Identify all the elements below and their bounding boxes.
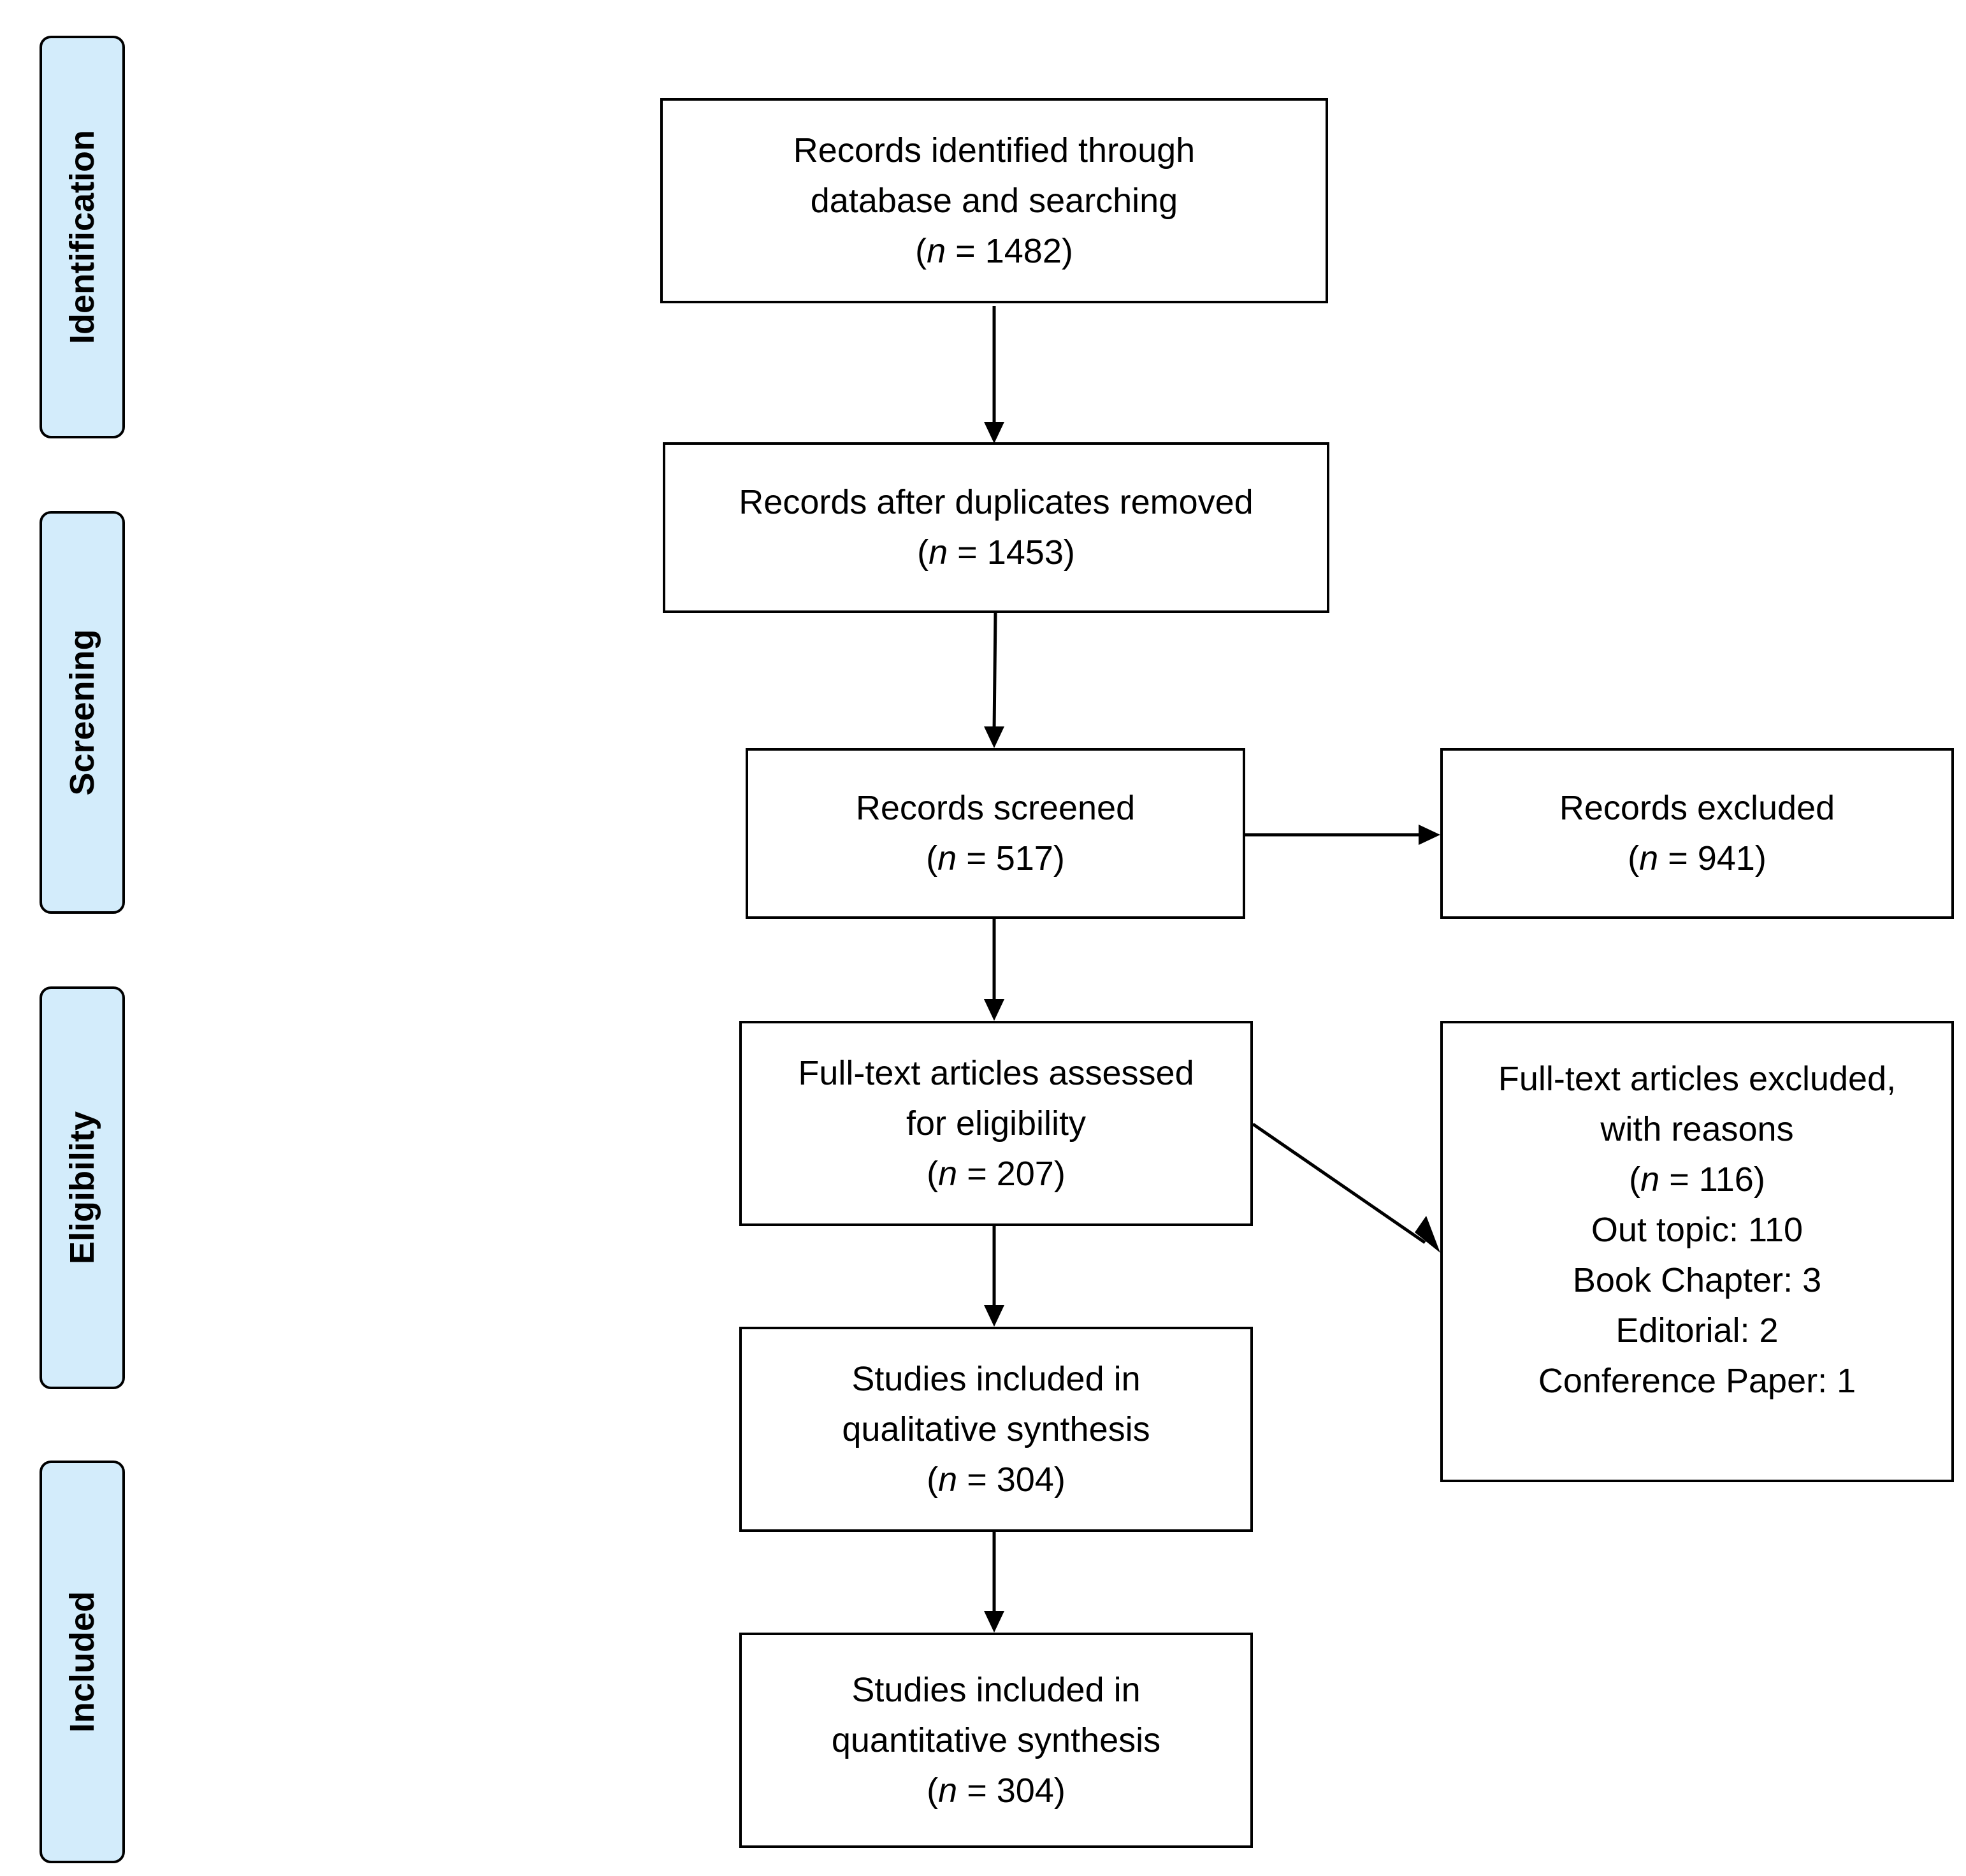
arrowhead-fulltext-excluded: [1415, 1216, 1440, 1253]
reason-book-chapter: Book Chapter: 3: [1572, 1261, 1822, 1299]
fulltext-assessed-n-value: 207: [996, 1154, 1054, 1193]
qualitative-line-2: qualitative synthesis: [842, 1410, 1150, 1448]
arrowhead-fulltext: [984, 999, 1004, 1021]
box-qualitative-synthesis: Studies included in qualitative synthesi…: [739, 1327, 1253, 1532]
stage-screening: Screening: [40, 511, 125, 914]
reason-editorial: Editorial: 2: [1615, 1311, 1779, 1350]
screened-count: (n = 517): [926, 839, 1065, 877]
n-equals: =: [957, 1460, 997, 1499]
identified-line-1: Records identified through: [793, 131, 1196, 170]
n-symbol: n: [938, 1154, 958, 1193]
screened-line-1: Records screened: [855, 789, 1136, 827]
stage-identification: Identification: [40, 36, 125, 438]
n-equals: =: [946, 231, 985, 270]
identified-count: (n = 1482): [915, 231, 1073, 270]
fulltext-excluded-count: (n = 116): [1629, 1160, 1765, 1199]
after-duplicates-n-value: 1453: [987, 533, 1064, 572]
n-symbol: n: [927, 231, 946, 270]
quantitative-line-1: Studies included in: [851, 1670, 1141, 1709]
n-symbol: n: [938, 1460, 958, 1499]
n-symbol: n: [938, 1771, 958, 1810]
excluded-n-value: 941: [1697, 839, 1755, 877]
qualitative-n-value: 304: [996, 1460, 1054, 1499]
stage-eligibility: Eligibility: [40, 986, 125, 1389]
box-records-identified: Records identified through database and …: [660, 98, 1328, 303]
n-equals: =: [957, 1154, 997, 1193]
fulltext-excluded-line-2: with reasons: [1600, 1110, 1794, 1148]
fulltext-assessed-count: (n = 207): [927, 1154, 1066, 1193]
reason-conference-paper: Conference Paper: 1: [1538, 1362, 1856, 1400]
fulltext-excluded-n-value: 116: [1698, 1160, 1754, 1199]
box-fulltext-assessed: Full-text articles assessed for eligibil…: [739, 1021, 1253, 1226]
box-records-excluded: Records excluded (n = 941): [1440, 748, 1954, 919]
arrowhead-qualitative: [984, 1305, 1004, 1327]
arrow-deduplicated-to-screened: [992, 612, 997, 731]
box-records-after-duplicates: Records after duplicates removed (n = 14…: [663, 442, 1329, 613]
arrowhead-identified: [984, 422, 1004, 444]
box-fulltext-excluded: Full-text articles excluded, with reason…: [1440, 1021, 1954, 1482]
n-symbol: n: [1640, 1160, 1660, 1199]
qualitative-count: (n = 304): [927, 1460, 1066, 1499]
screened-n-value: 517: [995, 839, 1053, 877]
after-duplicates-line-1: Records after duplicates removed: [739, 483, 1254, 521]
n-equals: =: [957, 1771, 997, 1810]
identified-line-2: database and searching: [810, 181, 1178, 220]
n-symbol: n: [929, 533, 948, 572]
quantitative-n-value: 304: [996, 1771, 1054, 1810]
arrowhead-excluded: [1419, 825, 1440, 845]
excluded-count: (n = 941): [1628, 839, 1767, 877]
box-records-screened: Records screened (n = 517): [746, 748, 1245, 919]
n-equals: =: [957, 839, 996, 877]
after-duplicates-count: (n = 1453): [917, 533, 1075, 572]
n-symbol: n: [937, 839, 957, 877]
arrowhead-deduplicated: [984, 726, 1004, 748]
quantitative-line-2: quantitative synthesis: [831, 1721, 1161, 1759]
excluded-line-1: Records excluded: [1559, 789, 1835, 827]
n-symbol: n: [1639, 839, 1659, 877]
fulltext-assessed-line-1: Full-text articles assessed: [798, 1053, 1194, 1092]
reason-out-topic: Out topic: 110: [1591, 1211, 1803, 1249]
qualitative-line-1: Studies included in: [851, 1359, 1141, 1398]
stage-included: Included: [40, 1461, 125, 1863]
box-quantitative-synthesis: Studies included in quantitative synthes…: [739, 1633, 1253, 1848]
fulltext-assessed-line-2: for eligibility: [906, 1104, 1087, 1143]
arrow-fulltext-to-excluded: [1252, 1122, 1426, 1245]
n-equals: =: [948, 533, 987, 572]
arrowhead-quantitative: [984, 1611, 1004, 1633]
quantitative-count: (n = 304): [927, 1771, 1066, 1810]
identified-n-value: 1482: [985, 231, 1062, 270]
fulltext-excluded-line-1: Full-text articles excluded,: [1498, 1060, 1897, 1098]
n-equals: =: [1658, 839, 1698, 877]
